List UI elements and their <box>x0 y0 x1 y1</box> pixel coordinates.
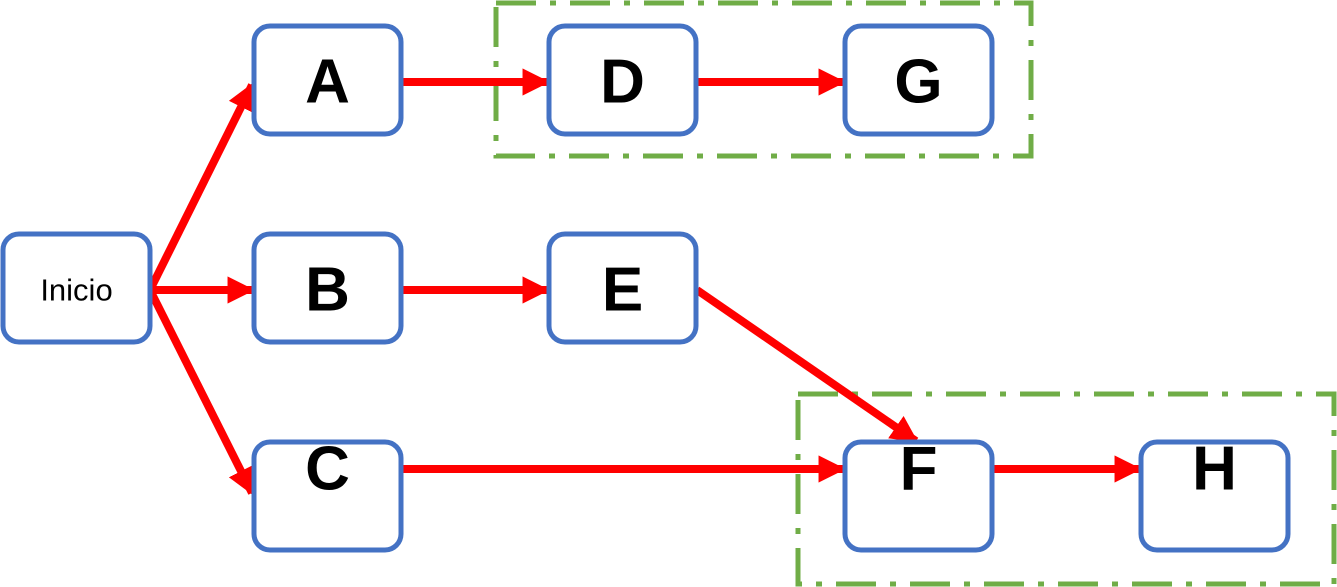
node-c-box <box>251 439 404 553</box>
node-b-label: B <box>305 256 350 325</box>
node-inicio-box <box>0 231 153 345</box>
node-h-label: H <box>1192 435 1237 504</box>
node-b: B <box>251 231 404 345</box>
group-box-f-h <box>795 391 1337 587</box>
node-h-box <box>1138 439 1291 553</box>
edge-inicio-c <box>146 288 256 496</box>
edge-e-f <box>694 286 919 445</box>
node-inicio-label: Inicio <box>40 273 112 308</box>
node-f-label: F <box>900 435 938 504</box>
node-g: G <box>842 23 995 137</box>
node-a: A <box>251 23 404 137</box>
edges <box>146 68 1142 496</box>
node-d-box <box>546 23 699 137</box>
node-d: D <box>546 23 699 137</box>
node-e: E <box>546 231 699 345</box>
node-e-box <box>546 231 699 345</box>
edge-inicio-a <box>146 82 256 292</box>
node-f: F <box>842 435 995 553</box>
node-a-box <box>251 23 404 137</box>
node-g-box <box>842 23 995 137</box>
node-g-label: G <box>894 48 942 117</box>
group-box-d-g <box>493 0 1034 159</box>
node-a-label: A <box>305 48 350 117</box>
node-inicio: Inicio <box>0 231 153 345</box>
node-d-label: D <box>600 48 645 117</box>
node-b-box <box>251 231 404 345</box>
node-c-label: C <box>305 435 350 504</box>
node-e-label: E <box>602 256 643 325</box>
node-h: H <box>1138 435 1291 553</box>
node-c: C <box>251 435 404 553</box>
node-f-box <box>842 439 995 553</box>
